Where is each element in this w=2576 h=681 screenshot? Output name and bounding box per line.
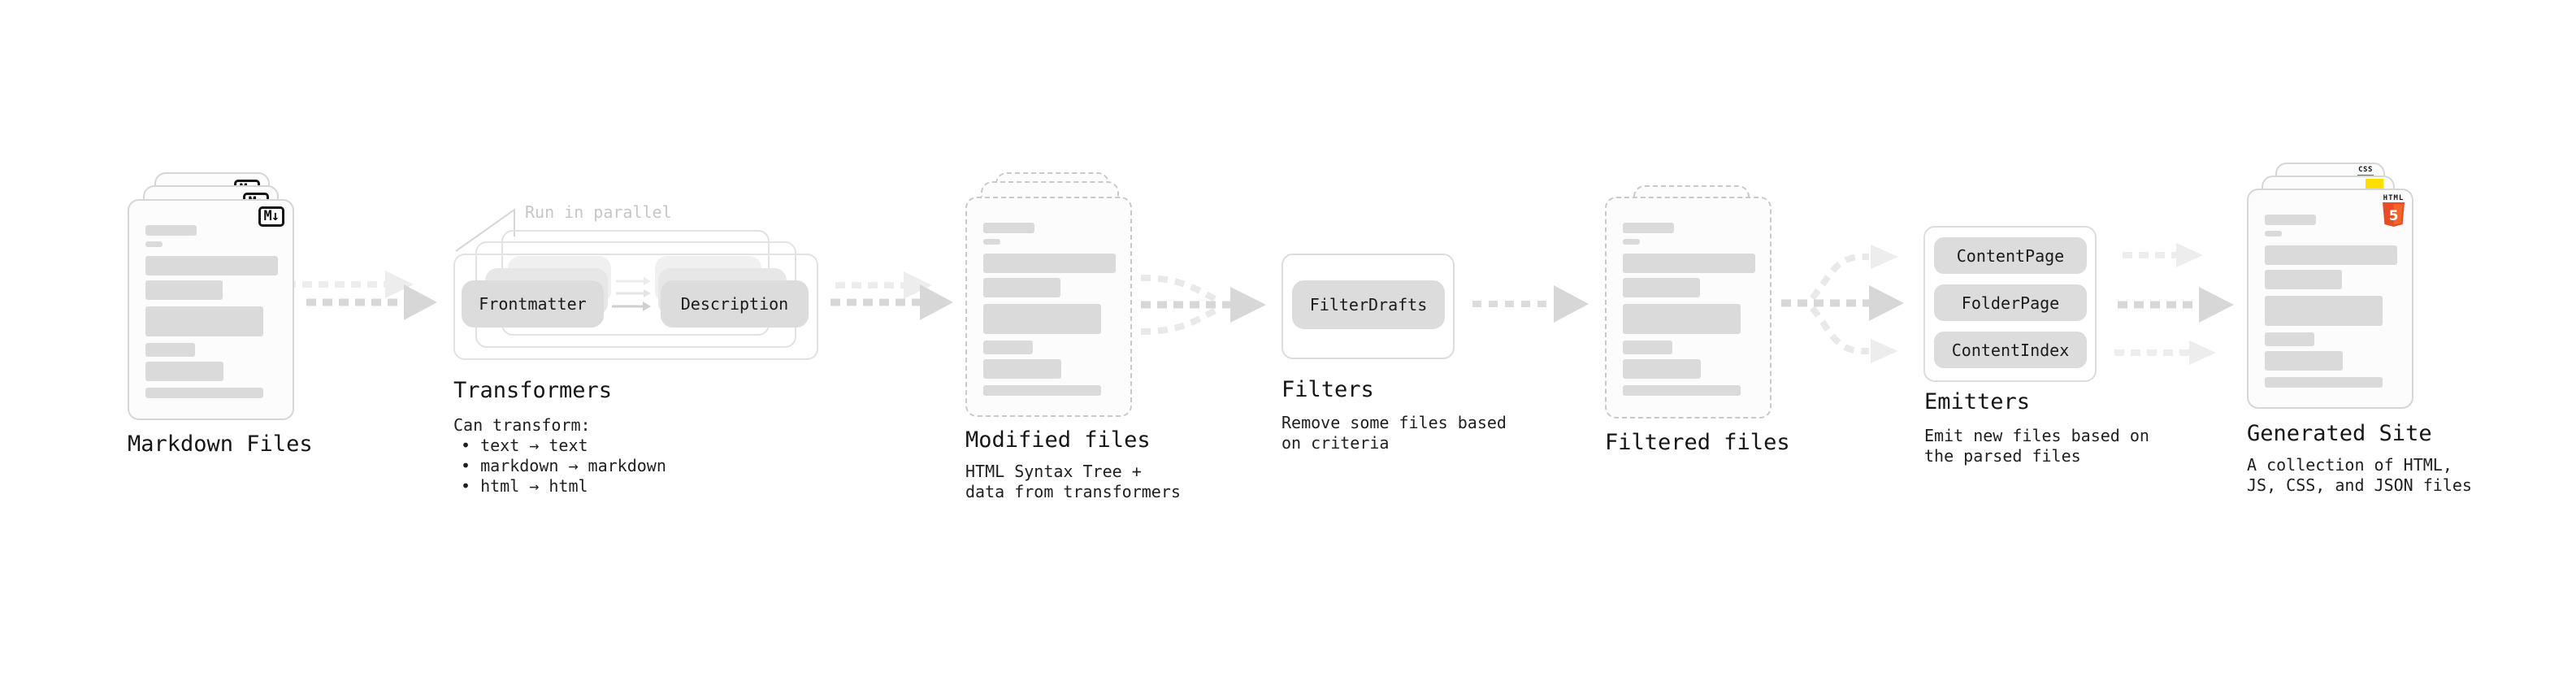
- html5-icon: HTML 5: [2383, 194, 2405, 230]
- desc-line: A collection of HTML,: [2247, 455, 2452, 475]
- modified-files-description: HTML Syntax Tree + data from transformer…: [965, 462, 1181, 502]
- js-icon: [2366, 179, 2383, 189]
- node-label-generated-site: Generated Site: [2247, 421, 2432, 446]
- doc-placeholder-line: [2265, 296, 2383, 326]
- doc-placeholder-line: [145, 225, 197, 236]
- emitters-description: Emit new files based on the parsed files: [1924, 426, 2149, 466]
- node-label-filters: Filters: [1281, 377, 1374, 402]
- transformer-box: [453, 254, 818, 360]
- arrow-filtered-to-emitters: [1781, 245, 1904, 363]
- doc-placeholder-line: [983, 385, 1101, 396]
- doc-placeholder-line: [983, 254, 1116, 273]
- doc-placeholder-line: [1623, 239, 1640, 245]
- doc-placeholder-line: [145, 343, 195, 357]
- doc-placeholder-lines: [967, 198, 1130, 415]
- desc-bullet: • html → html: [461, 476, 588, 496]
- doc-placeholder-line: [1623, 304, 1741, 334]
- doc-placeholder-line: [145, 241, 163, 247]
- node-label-filtered-files: Filtered files: [1605, 430, 1790, 455]
- markdown-icon: M↓: [258, 206, 284, 227]
- filters-box: [1281, 254, 1455, 359]
- doc-placeholder-line: [983, 223, 1034, 233]
- filter-pill-filterdrafts: FilterDrafts: [1292, 280, 1445, 329]
- doc-placeholder-line: [2265, 377, 2383, 388]
- note-connector-line: [455, 208, 515, 252]
- css-icon-label: CSS: [2358, 166, 2373, 174]
- filters-description: Remove some files based on criteria: [1281, 413, 1507, 453]
- desc-line: JS, CSS, and JSON files: [2247, 475, 2472, 495]
- node-label-modified-files: Modified files: [965, 427, 1151, 453]
- arrow-filters-to-filtered: [1472, 285, 1589, 323]
- html5-shield: 5: [2383, 202, 2405, 227]
- doc-placeholder-line: [1623, 278, 1700, 297]
- desc-line: HTML Syntax Tree +: [965, 462, 1142, 481]
- doc-placeholder-line: [2265, 245, 2397, 265]
- desc-line: data from transformers: [965, 482, 1181, 501]
- emitters-box: [1923, 226, 2097, 382]
- doc-placeholder-line: [145, 256, 278, 275]
- transformer-pill-frontmatter: Frontmatter: [462, 280, 604, 327]
- doc-placeholder-line: [983, 359, 1061, 379]
- arrow-markdown-to-transformers: [286, 271, 437, 320]
- node-label-markdown-files: Markdown Files: [128, 432, 313, 457]
- doc-placeholder-line: [145, 306, 263, 336]
- doc-placeholder-line: [2265, 231, 2282, 236]
- site-card-html: HTML 5: [2247, 189, 2413, 409]
- doc-placeholder-line: [145, 362, 223, 381]
- transformer-pill-description: Description: [661, 280, 809, 327]
- desc-line: Emit new files based on: [1924, 426, 2149, 445]
- node-label-emitters: Emitters: [1924, 389, 2031, 414]
- desc-line: Can transform:: [453, 415, 591, 435]
- desc-line: on criteria: [1281, 433, 1390, 453]
- file-card: M↓: [128, 199, 294, 420]
- file-card-dashed: [1605, 197, 1772, 419]
- emitter-pill-contentindex: ContentIndex: [1934, 332, 2087, 368]
- doc-placeholder-line: [1623, 385, 1741, 396]
- doc-placeholder-line: [1623, 254, 1755, 273]
- arrow-transformers-to-modified: [830, 271, 953, 320]
- emitter-pill-contentpage: ContentPage: [1934, 237, 2087, 274]
- doc-placeholder-lines: [2249, 190, 2412, 407]
- doc-placeholder-line: [2265, 270, 2342, 289]
- node-label-transformers: Transformers: [453, 378, 613, 403]
- doc-placeholder-line: [145, 280, 223, 300]
- arrow-modified-to-filters: [1140, 275, 1266, 335]
- doc-placeholder-line: [2265, 351, 2343, 371]
- doc-placeholder-lines: [129, 201, 293, 419]
- generated-site-description: A collection of HTML, JS, CSS, and JSON …: [2247, 455, 2472, 496]
- doc-placeholder-line: [145, 388, 263, 398]
- doc-placeholder-line: [1623, 223, 1674, 233]
- doc-placeholder-lines: [1607, 198, 1770, 417]
- html5-icon-label: HTML: [2383, 194, 2405, 202]
- svg-text:5: 5: [2389, 208, 2399, 224]
- run-in-parallel-note: Run in parallel: [525, 202, 672, 222]
- doc-placeholder-line: [2265, 215, 2316, 225]
- doc-placeholder-line: [983, 340, 1033, 354]
- file-card-dashed: [965, 197, 1132, 417]
- arrow-emitters-to-generated: [2114, 243, 2234, 365]
- transformers-description: Can transform: • text → text • markdown …: [453, 415, 666, 497]
- doc-placeholder-line: [2265, 332, 2314, 346]
- desc-bullet: • markdown → markdown: [461, 456, 666, 475]
- doc-placeholder-line: [983, 278, 1060, 297]
- arrow-frontmatter-to-description: [612, 277, 651, 311]
- doc-placeholder-line: [1623, 340, 1672, 354]
- doc-placeholder-line: [983, 304, 1101, 334]
- doc-placeholder-line: [983, 239, 1000, 245]
- desc-line: the parsed files: [1924, 446, 2081, 466]
- emitter-pill-folderpage: FolderPage: [1934, 284, 2087, 321]
- desc-bullet: • text → text: [461, 436, 588, 455]
- desc-line: Remove some files based: [1281, 413, 1507, 432]
- doc-placeholder-line: [1623, 359, 1701, 379]
